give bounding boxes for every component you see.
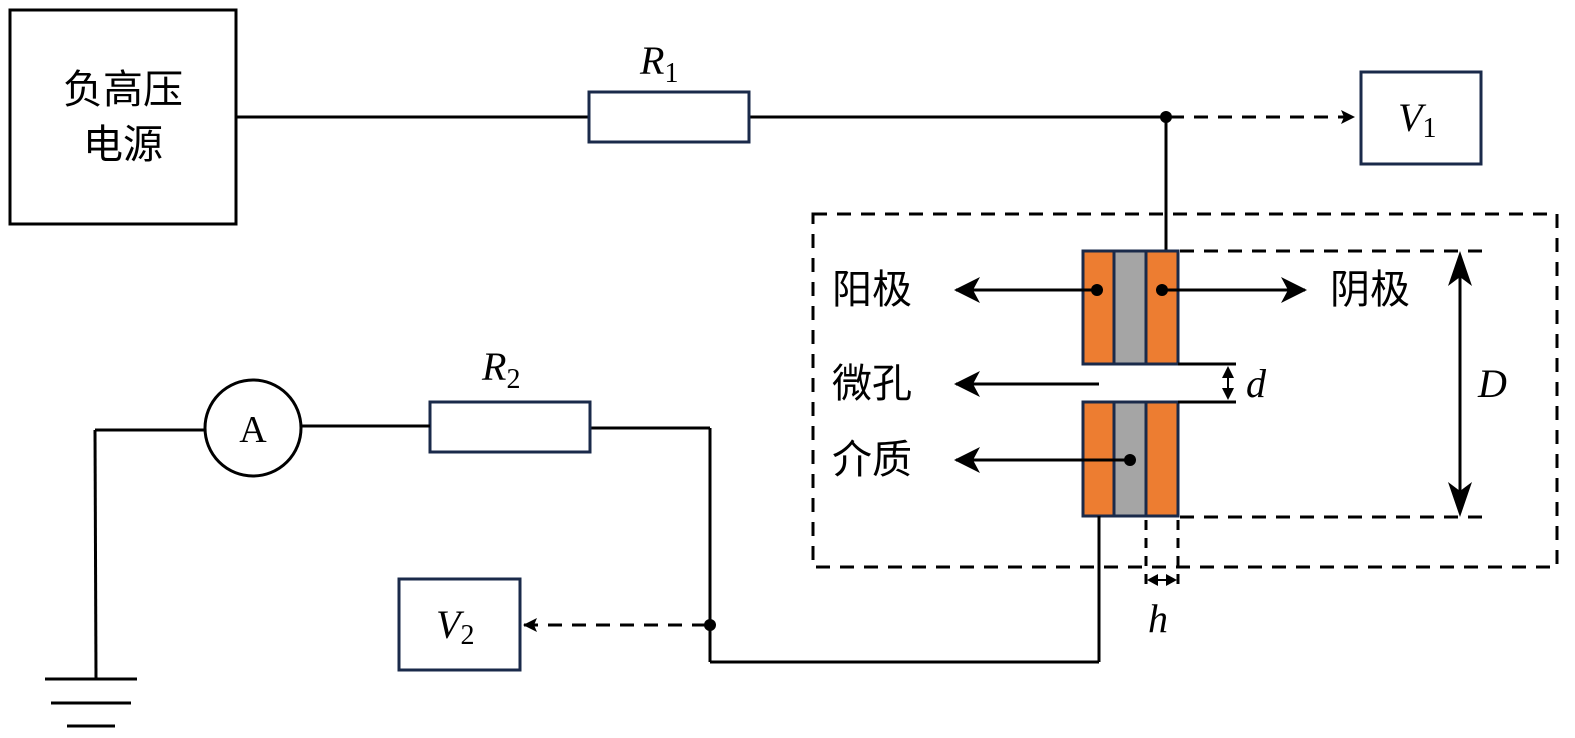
cathode-upper: [1144, 249, 1180, 366]
cathode-lower: [1144, 400, 1180, 518]
wire-ground-vertical: [93, 429, 98, 680]
h-label: h: [1148, 596, 1168, 641]
power-supply-label-line1: 负高压: [63, 67, 183, 113]
d-arrowhead-down: [1222, 388, 1234, 400]
D-arrowhead-down: [1448, 482, 1472, 517]
power-supply-box: [8, 8, 238, 226]
resistor-r2-body: [428, 400, 592, 454]
power-supply: 负高压 电源: [8, 8, 238, 226]
power-supply-label-line2: 电源: [83, 122, 163, 168]
resistor-r1-body: [587, 90, 751, 144]
d-arrowhead-up: [1222, 366, 1234, 378]
device-enclosure: [811, 212, 1559, 569]
h-arrowhead-right: [1166, 574, 1177, 586]
upper-stack: [1081, 249, 1180, 366]
voltmeter-v2-box: [397, 577, 522, 672]
D-arrowhead-up: [1448, 251, 1472, 286]
cathode-label: 阴极: [1330, 267, 1410, 313]
resistor-r2: R2: [428, 344, 592, 454]
dielectric-label: 介质: [832, 437, 912, 483]
resistor-r1-label: R1: [639, 38, 678, 89]
ammeter-label: A: [239, 409, 267, 451]
resistor-r1: R1: [587, 38, 751, 144]
junction-node-bottom: [704, 619, 716, 631]
voltmeter-v1: V1: [1359, 70, 1483, 166]
voltmeter-v1-box: [1359, 70, 1483, 166]
voltmeter-v2-label: V2: [436, 602, 474, 651]
anode-label: 阳极: [832, 267, 912, 313]
h-arrowhead-left: [1147, 574, 1158, 586]
microhole-label: 微孔: [832, 361, 912, 407]
ammeter: A: [203, 378, 303, 478]
d-label: d: [1246, 361, 1267, 406]
voltmeter-v2: V2: [397, 577, 522, 672]
D-label: D: [1477, 361, 1507, 406]
ground-icon: [45, 677, 137, 728]
resistor-r2-label: R2: [481, 344, 520, 395]
dielectric-upper: [1112, 249, 1148, 366]
anode-upper: [1081, 249, 1116, 366]
ammeter-circle: [203, 378, 303, 478]
voltmeter-v1-label: V1: [1398, 95, 1436, 144]
